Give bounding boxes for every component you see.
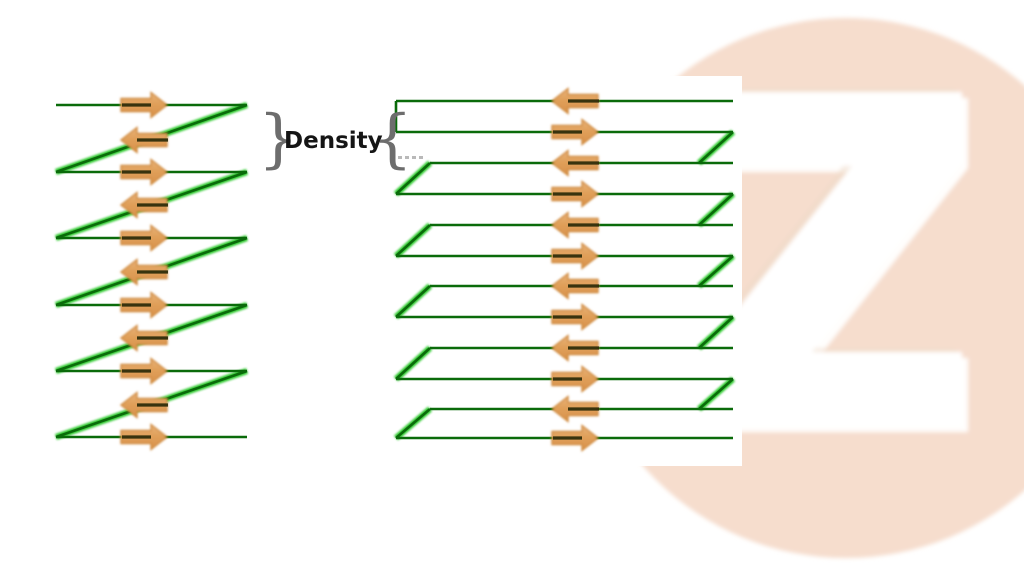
turn-connector-10 <box>395 408 431 439</box>
sparse-scan-diagram <box>55 91 248 451</box>
scan-arrow-8 <box>120 357 169 385</box>
scan-arrow-4 <box>550 211 599 239</box>
gap-dot-0 <box>398 156 402 159</box>
dense-scan-diagram <box>393 87 736 452</box>
retrace-arrow-3 <box>119 191 168 219</box>
dotted-gap-marker <box>398 156 423 159</box>
turn-connector-1 <box>698 131 734 164</box>
brace-open-right: { <box>372 102 413 176</box>
scan-arrow-2 <box>550 149 599 177</box>
scan-arrow-4 <box>120 224 169 252</box>
watermark-letter-z <box>694 88 968 432</box>
turn-connector-9 <box>698 378 734 410</box>
gap-dot-3 <box>419 156 423 159</box>
scan-arrow-9 <box>551 365 600 393</box>
gap-dot-1 <box>405 156 409 159</box>
turn-connector-5 <box>698 255 734 287</box>
scan-arrow-6 <box>550 272 599 300</box>
turn-connector-3 <box>698 193 734 226</box>
scan-arrow-6 <box>120 291 169 319</box>
scan-arrow-5 <box>551 242 600 270</box>
scan-arrow-8 <box>550 334 599 362</box>
turn-connector-7 <box>698 316 734 349</box>
scan-arrow-2 <box>120 158 169 186</box>
brace-close-left: } <box>258 102 299 176</box>
retrace-arrow-7 <box>119 324 168 352</box>
turn-connector-2 <box>395 162 431 195</box>
scan-arrow-10 <box>120 423 169 451</box>
retrace-arrow-1 <box>119 126 168 154</box>
scan-arrow-10 <box>550 395 599 423</box>
scan-arrow-1 <box>551 118 600 146</box>
gap-dot-2 <box>412 156 416 159</box>
retrace-arrow-5 <box>119 258 168 286</box>
scan-arrow-0 <box>120 91 169 119</box>
scan-arrow-11 <box>551 424 600 452</box>
scan-arrow-7 <box>551 303 600 331</box>
scan-arrow-3 <box>551 180 600 208</box>
retrace-arrow-9 <box>119 391 168 419</box>
density-label: Density <box>284 128 383 154</box>
turn-connector-6 <box>395 285 431 318</box>
turn-connector-4 <box>395 224 431 257</box>
turn-connector-8 <box>395 347 431 380</box>
scan-arrow-0 <box>550 87 599 115</box>
